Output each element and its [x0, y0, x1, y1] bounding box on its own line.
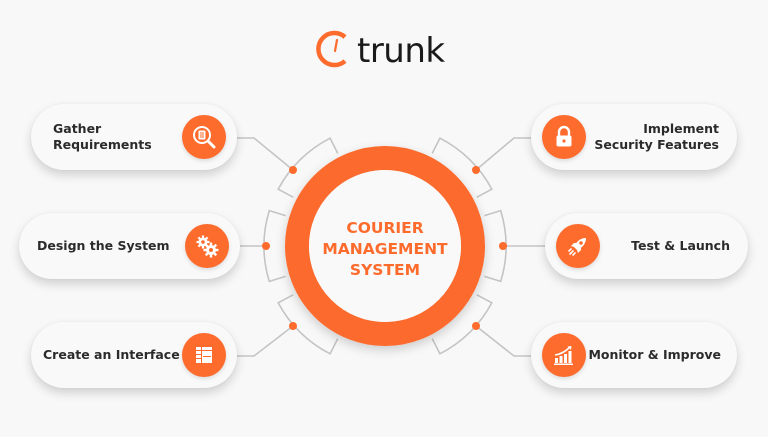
connector-security — [475, 137, 531, 171]
step-create-interface[interactable]: Create an Interface — [31, 322, 237, 388]
logo-text: trunk — [357, 31, 445, 71]
connector-interface — [237, 325, 294, 357]
rocket-icon — [556, 224, 600, 268]
step-gather-requirements[interactable]: Gather Requirements — [31, 104, 237, 170]
connector-dots — [262, 166, 507, 330]
growth-chart-icon — [542, 333, 586, 377]
step-label: Design the System — [37, 238, 170, 253]
connector-monitor — [475, 325, 531, 357]
step-label: Gather Requirements — [53, 121, 152, 152]
center-line-3: SYSTEM — [349, 261, 421, 279]
step-label: Create an Interface — [43, 347, 180, 362]
center-ring — [285, 146, 485, 346]
center-title: COURIER MANAGEMENT SYSTEM — [300, 218, 470, 281]
arc-segment — [431, 137, 493, 198]
step-test-launch[interactable]: Test & Launch — [545, 213, 748, 279]
connector-gather — [237, 137, 294, 171]
document-search-icon — [182, 115, 226, 159]
lock-icon — [542, 115, 586, 159]
gears-icon — [185, 224, 229, 268]
trunk-logo: trunk — [315, 28, 445, 74]
gauge-ring-icon — [315, 29, 355, 73]
step-implement-security[interactable]: Implement Security Features — [531, 104, 737, 170]
center-line-2: MANAGEMENT — [322, 240, 448, 258]
layout-icon — [182, 333, 226, 377]
step-label: Test & Launch — [631, 238, 730, 253]
step-design-system[interactable]: Design the System — [19, 213, 240, 279]
step-monitor-improve[interactable]: Monitor & Improve — [531, 322, 737, 388]
arc-segment — [277, 137, 339, 198]
center-line-1: COURIER — [346, 219, 424, 237]
arc-segment — [277, 294, 339, 355]
step-label: Implement Security Features — [594, 121, 719, 152]
center-disc — [309, 170, 461, 322]
arc-segment — [431, 294, 493, 355]
step-label: Monitor & Improve — [588, 347, 721, 362]
